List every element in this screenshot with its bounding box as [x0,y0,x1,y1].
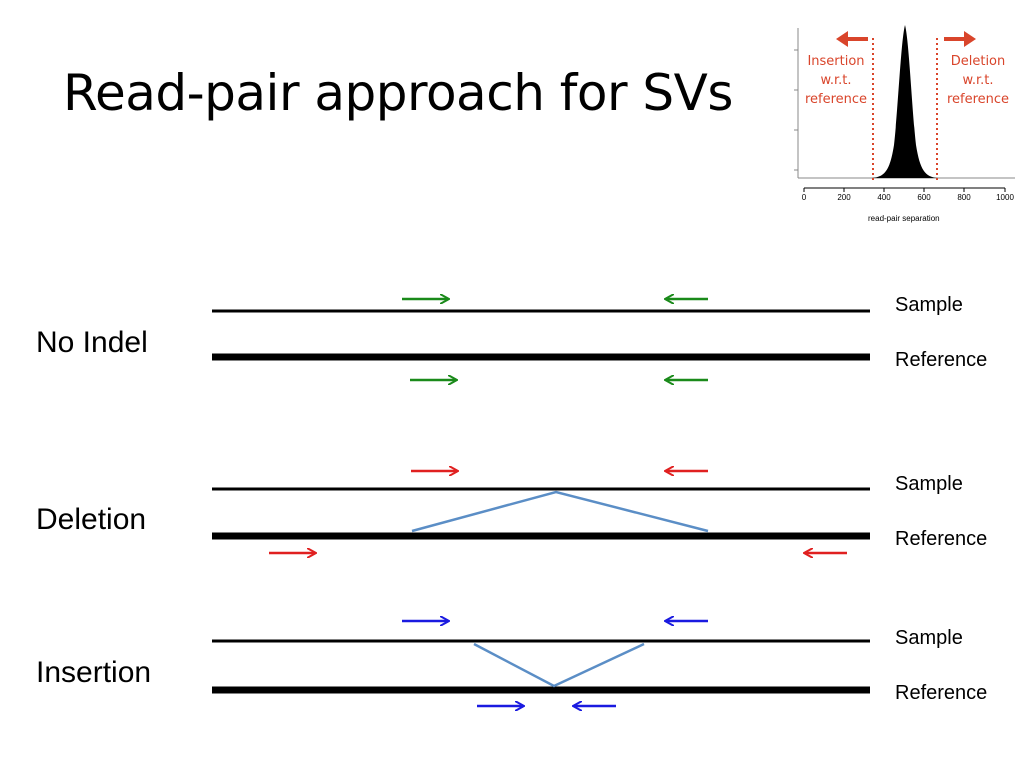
reference-label: Reference [895,682,988,704]
deletion-arrow-icon [944,31,976,47]
alignment-connector [411,490,709,533]
slide-title: Read-pair approach for SVs [63,64,733,122]
insertion-arrow-icon [836,31,868,47]
no-indel-panel [212,299,870,380]
alignment-connector [473,642,645,688]
insertion-panel [212,621,870,706]
histogram-distribution [872,25,938,178]
x-tick-label: 600 [917,193,931,202]
sample-label: Sample [895,627,963,649]
histogram-graphic [794,25,1015,192]
no-indel-label: No Indel [36,326,148,359]
insertion-label: Insertion [36,656,152,689]
deletion-panel [212,471,870,553]
x-tick-label: 1000 [996,193,1014,202]
sample-label: Sample [895,473,963,495]
x-tick-label: 0 [801,193,807,202]
deletion-label: Deletion [36,503,147,536]
deletion-annotation: Deletion w.r.t. reference [946,54,1010,107]
sample-label: Sample [895,294,963,316]
reference-label: Reference [895,528,988,550]
x-tick-label: 800 [957,193,971,202]
x-tick-label: 200 [837,193,851,202]
read-pair-separation-histogram: Insertion w.r.t. reference Deletion w.r.… [780,20,1020,230]
x-tick-label: 400 [877,193,891,202]
reference-label: Reference [895,349,988,371]
insertion-annotation: Insertion w.r.t. reference [804,54,868,107]
x-axis-label: read-pair separation [868,214,940,223]
